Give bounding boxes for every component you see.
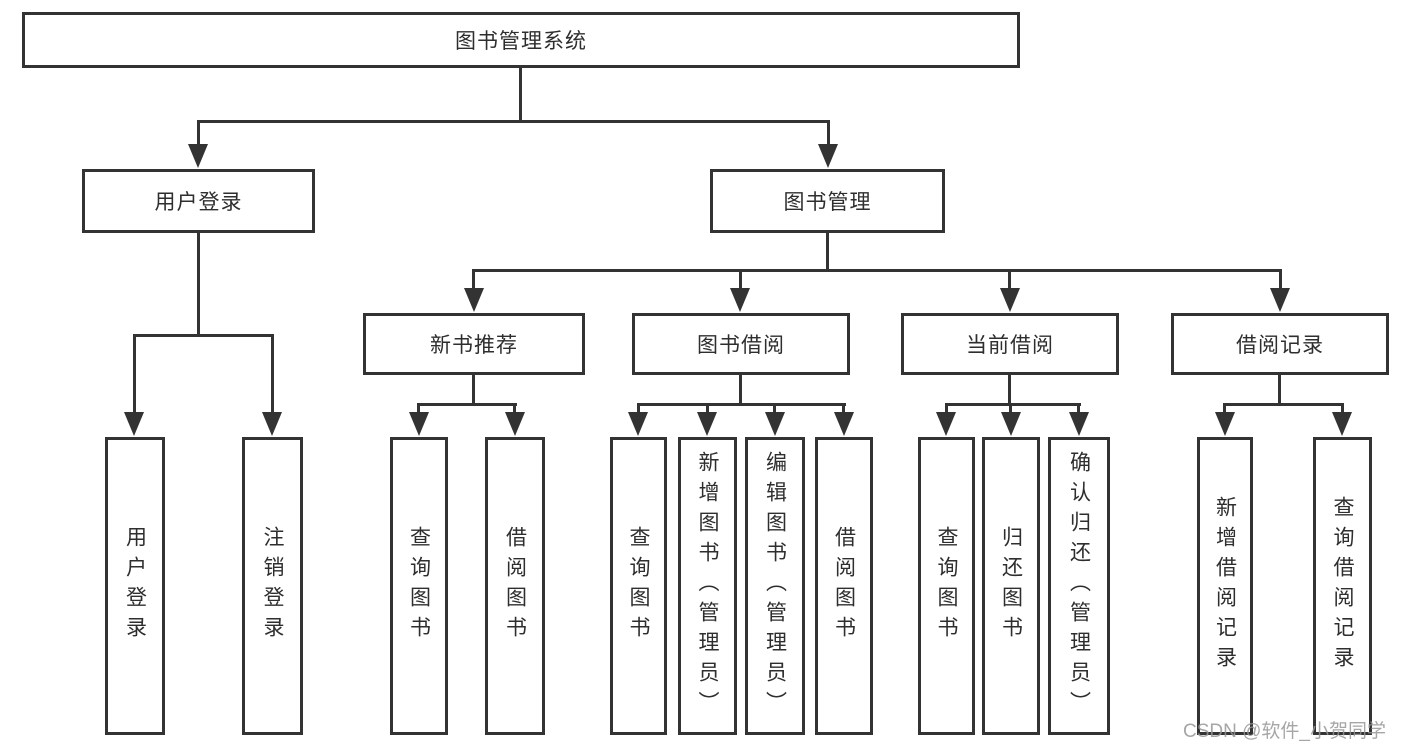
leaf-logout-label: 注销登录 bbox=[261, 526, 284, 646]
arrowhead-icon bbox=[188, 144, 208, 168]
arrowhead-icon bbox=[1000, 288, 1020, 312]
arrowhead-icon bbox=[697, 412, 717, 436]
leaf-user-login: 用户登录 bbox=[105, 437, 165, 735]
arrowhead-icon bbox=[1215, 412, 1235, 436]
node-book-borrowing-label: 图书借阅 bbox=[697, 334, 785, 357]
leaf-br-add-borrow-record: 新增借阅记录 bbox=[1197, 437, 1253, 735]
arrowhead-icon bbox=[628, 412, 648, 436]
leaf-nb-borrow-books-label: 借阅图书 bbox=[503, 526, 527, 646]
arrowhead-icon bbox=[1270, 288, 1290, 312]
node-current-borrowing-label: 当前借阅 bbox=[966, 334, 1054, 357]
arrowhead-icon bbox=[124, 412, 144, 436]
node-borrow-records: 借阅记录 bbox=[1171, 313, 1389, 375]
connector-records-drop-2 bbox=[1341, 403, 1344, 415]
connector-bookmgmt-drop-2 bbox=[739, 269, 742, 291]
node-new-book-recommend: 新书推荐 bbox=[363, 313, 585, 375]
connector-bookborrow-drop-4 bbox=[842, 403, 845, 415]
node-root-label: 图书管理系统 bbox=[455, 30, 587, 53]
leaf-bb-query-books-label: 查询图书 bbox=[627, 526, 650, 646]
connector-records-stem bbox=[1278, 375, 1281, 405]
leaf-bb-borrow-books: 借阅图书 bbox=[815, 437, 873, 735]
leaf-nb-borrow-books: 借阅图书 bbox=[485, 437, 545, 735]
leaf-nb-query-books: 查询图书 bbox=[390, 437, 448, 735]
leaf-bb-borrow-books-label: 借阅图书 bbox=[832, 526, 856, 646]
node-user-login-label: 用户登录 bbox=[154, 191, 243, 214]
connector-bookmgmt-drop-3 bbox=[1008, 269, 1011, 291]
leaf-nb-query-books-label: 查询图书 bbox=[407, 526, 431, 646]
csdn-watermark: CSDN @软件_小贺同学 bbox=[1183, 721, 1386, 742]
connector-root-bar bbox=[197, 120, 830, 123]
node-root: 图书管理系统 bbox=[22, 12, 1020, 68]
connector-currentborrow-stem bbox=[1008, 375, 1011, 405]
connector-bookmgmt-drop-4 bbox=[1279, 269, 1282, 291]
leaf-br-add-borrow-record-label: 新增借阅记录 bbox=[1213, 496, 1237, 676]
arrowhead-icon bbox=[505, 412, 525, 436]
connector-bookmgmt-bar bbox=[472, 269, 1282, 272]
arrowhead-icon bbox=[1001, 412, 1021, 436]
arrowhead-icon bbox=[730, 288, 750, 312]
connector-root-drop-left bbox=[197, 120, 200, 148]
connector-bookborrow-drop-2 bbox=[706, 403, 709, 415]
node-user-login: 用户登录 bbox=[82, 169, 315, 233]
connector-root-drop-right bbox=[827, 120, 830, 148]
leaf-cb-confirm-return-admin-label: 确认归还（管理员） bbox=[1067, 451, 1091, 721]
arrowhead-icon bbox=[818, 144, 838, 168]
leaf-cb-return-books-label: 归还图书 bbox=[999, 526, 1023, 646]
leaf-bb-edit-books-admin: 编辑图书（管理员） bbox=[745, 437, 805, 735]
connector-bookmgmt-stem bbox=[826, 233, 829, 271]
node-book-management: 图书管理 bbox=[710, 169, 945, 233]
arrowhead-icon bbox=[464, 288, 484, 312]
connector-userlogin-drop-2 bbox=[271, 334, 274, 414]
leaf-br-query-borrow-record: 查询借阅记录 bbox=[1313, 437, 1372, 735]
leaf-bb-add-books-admin-label: 新增图书（管理员） bbox=[696, 451, 719, 721]
connector-userlogin-drop-1 bbox=[133, 334, 136, 414]
connector-currentborrow-drop-3 bbox=[1077, 403, 1080, 415]
arrowhead-icon bbox=[409, 412, 429, 436]
connector-bookborrow-drop-3 bbox=[773, 403, 776, 415]
connector-currentborrow-drop-2 bbox=[1009, 403, 1012, 415]
connector-newbooks-bar bbox=[417, 403, 517, 406]
leaf-logout: 注销登录 bbox=[242, 437, 303, 735]
connector-bookmgmt-drop-1 bbox=[472, 269, 475, 291]
leaf-user-login-label: 用户登录 bbox=[123, 526, 147, 646]
connector-bookborrow-bar bbox=[637, 403, 846, 406]
arrowhead-icon bbox=[834, 412, 854, 436]
connector-userlogin-stem bbox=[197, 233, 200, 337]
arrowhead-icon bbox=[262, 412, 282, 436]
leaf-cb-query-books: 查询图书 bbox=[918, 437, 975, 735]
connector-newbooks-drop-1 bbox=[417, 403, 420, 415]
arrowhead-icon bbox=[1069, 412, 1089, 436]
connector-newbooks-stem bbox=[472, 375, 475, 405]
leaf-bb-add-books-admin: 新增图书（管理员） bbox=[678, 437, 737, 735]
leaf-br-query-borrow-record-label: 查询借阅记录 bbox=[1331, 496, 1354, 676]
connector-records-drop-1 bbox=[1223, 403, 1226, 415]
connector-root-stem bbox=[519, 68, 522, 120]
connector-userlogin-bar bbox=[133, 334, 274, 337]
connector-currentborrow-drop-1 bbox=[945, 403, 948, 415]
leaf-cb-query-books-label: 查询图书 bbox=[935, 526, 958, 646]
leaf-bb-query-books: 查询图书 bbox=[610, 437, 667, 735]
arrowhead-icon bbox=[936, 412, 956, 436]
arrowhead-icon bbox=[1332, 412, 1352, 436]
node-new-book-recommend-label: 新书推荐 bbox=[430, 334, 518, 357]
connector-bookborrow-drop-1 bbox=[637, 403, 640, 415]
node-book-borrowing: 图书借阅 bbox=[632, 313, 850, 375]
connector-records-bar bbox=[1223, 403, 1344, 406]
node-book-management-label: 图书管理 bbox=[783, 191, 872, 214]
leaf-cb-return-books: 归还图书 bbox=[982, 437, 1040, 735]
node-current-borrowing: 当前借阅 bbox=[901, 313, 1119, 375]
node-borrow-records-label: 借阅记录 bbox=[1236, 334, 1324, 357]
leaf-bb-edit-books-admin-label: 编辑图书（管理员） bbox=[763, 451, 787, 721]
connector-bookborrow-stem bbox=[739, 375, 742, 405]
arrowhead-icon bbox=[765, 412, 785, 436]
leaf-cb-confirm-return-admin: 确认归还（管理员） bbox=[1048, 437, 1110, 735]
connector-newbooks-drop-2 bbox=[513, 403, 516, 415]
connector-currentborrow-bar bbox=[945, 403, 1081, 406]
